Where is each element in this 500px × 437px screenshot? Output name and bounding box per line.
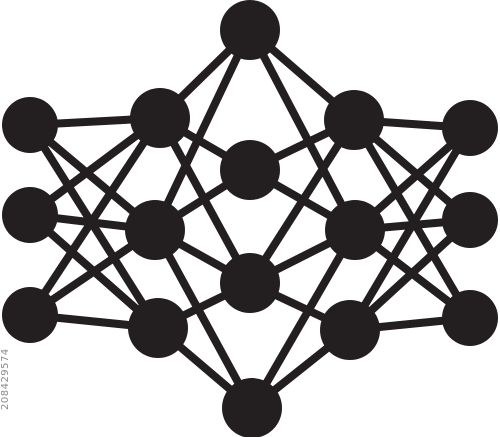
node-n16: [222, 378, 282, 437]
node-n7: [2, 97, 58, 153]
edge-n6-n16: [248, 226, 359, 412]
node-n6: [325, 200, 385, 260]
edge-n9-n14: [346, 124, 474, 334]
node-n2: [130, 88, 190, 148]
edge-n1-n6: [246, 26, 359, 234]
edge-n7-n15: [26, 121, 162, 332]
node-n14: [320, 300, 380, 360]
edge-n5-n16: [151, 226, 256, 412]
node-n5: [125, 200, 185, 260]
node-n9: [442, 100, 498, 156]
node-n3: [324, 90, 384, 150]
edge-n1-n5: [151, 26, 254, 234]
node-n11: [442, 192, 498, 248]
node-n12: [442, 290, 498, 346]
node-n1: [220, 0, 280, 60]
node-n4: [220, 140, 280, 200]
node-n8: [2, 187, 58, 243]
stock-image-id: 208429574: [0, 348, 11, 410]
node-n10: [2, 287, 58, 343]
edges-layer: [26, 26, 474, 412]
node-n15: [128, 298, 188, 358]
edge-n2-n10: [26, 114, 164, 319]
node-n13: [220, 253, 280, 313]
